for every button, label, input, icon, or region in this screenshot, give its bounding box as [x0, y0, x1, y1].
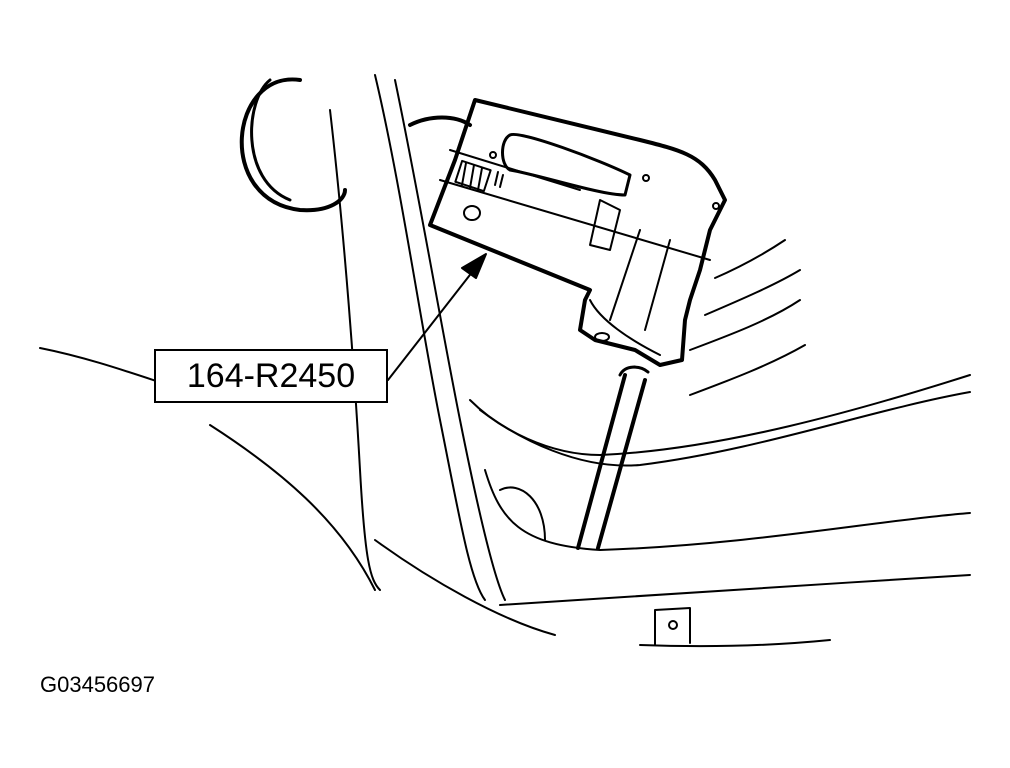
callout-label-box: 164-R2450 — [154, 349, 388, 403]
pillar-trim — [374, 74, 486, 601]
callout-arrow — [387, 261, 481, 381]
callout-label: 164-R2450 — [186, 356, 356, 395]
door-panel — [469, 374, 971, 456]
figure-id: G03456697 — [40, 672, 155, 697]
tool-body — [428, 98, 727, 367]
saw-blade — [576, 373, 647, 550]
tool-handle — [501, 132, 632, 197]
